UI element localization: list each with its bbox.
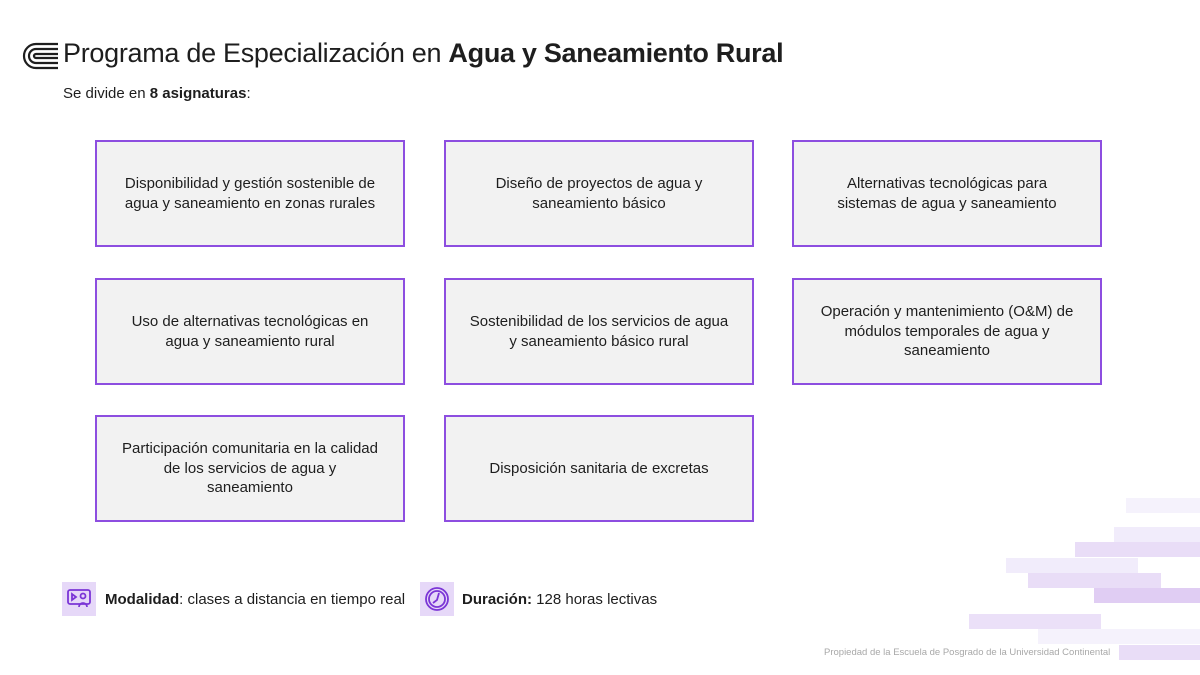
university-logo-icon: [22, 42, 58, 70]
video-class-icon: [62, 582, 96, 616]
course-card: Disposición sanitaria de excretas: [444, 415, 754, 522]
modality-info: Modalidad: clases a distancia en tiempo …: [105, 591, 406, 608]
duration-info: Duración: 128 horas lectivas: [462, 591, 658, 608]
course-card: Uso de alternativas tecnológicas en agua…: [95, 278, 405, 385]
course-card: Sostenibilidad de los servicios de agua …: [444, 278, 754, 385]
subtitle: Se divide en 8 asignaturas:: [63, 85, 251, 102]
footer-ownership: Propiedad de la Escuela de Posgrado de l…: [824, 647, 1111, 658]
course-card: Disponibilidad y gestión sostenible de a…: [95, 140, 405, 247]
clock-icon: [420, 582, 454, 616]
course-card: Alternativas tecnológicas para sistemas …: [792, 140, 1102, 247]
course-card: Operación y mantenimiento (O&M) de módul…: [792, 278, 1102, 385]
course-card: Participación comunitaria en la calidad …: [95, 415, 405, 522]
course-card: Diseño de proyectos de agua y saneamient…: [444, 140, 754, 247]
page-title: Programa de Especialización en Agua y Sa…: [63, 38, 784, 68]
